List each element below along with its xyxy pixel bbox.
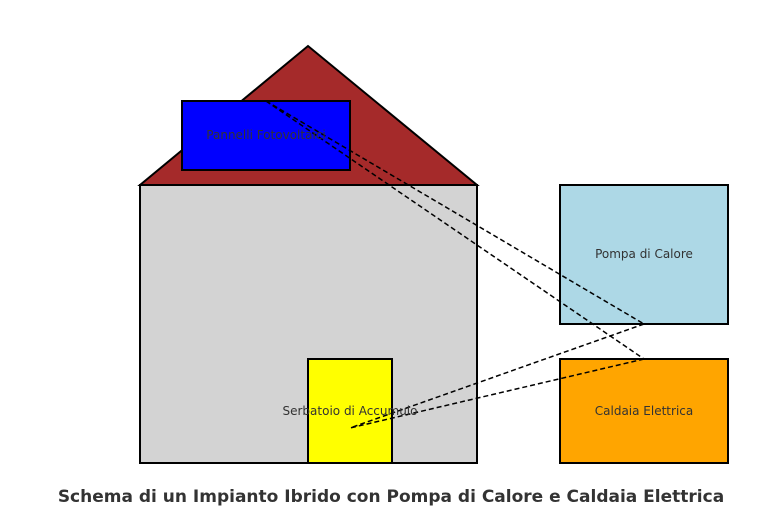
electric-boiler-box <box>559 358 729 464</box>
connection-solar-panels-to-electric-boiler <box>265 100 645 360</box>
diagram-title: Schema di un Impianto Ibrido con Pompa d… <box>58 487 724 507</box>
electric-boiler-label: Caldaia Elettrica <box>595 404 693 418</box>
storage-tank-box <box>307 358 393 464</box>
connection-solar-panels-to-heat-pump <box>265 100 645 325</box>
connection-heat-pump-to-storage-tank <box>349 323 645 429</box>
solar-panels-label: Pannelli Fotovoltaici <box>206 128 325 142</box>
storage-tank-label: Serbatoio di Accumulo <box>283 404 418 418</box>
heat-pump-label: Pompa di Calore <box>595 247 693 261</box>
heat-pump-box <box>559 184 729 325</box>
connection-electric-boiler-to-storage-tank <box>349 358 645 429</box>
connections-group <box>265 100 645 429</box>
